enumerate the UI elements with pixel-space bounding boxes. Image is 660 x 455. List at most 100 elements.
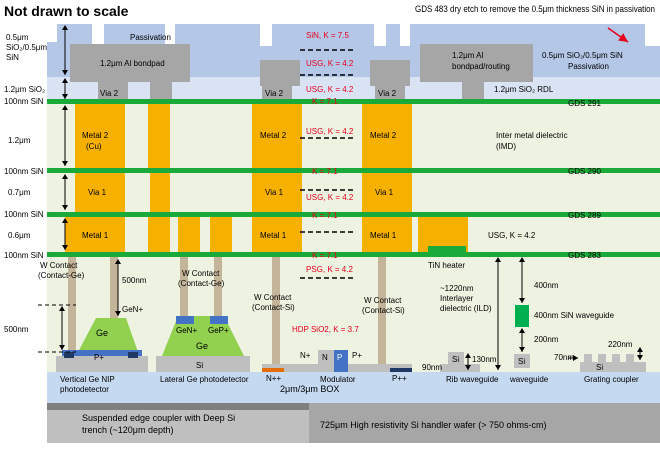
metal1-block-a2 [148, 217, 170, 252]
wcontact-label: W Contact [254, 293, 292, 302]
gc-si-label: Si [596, 363, 603, 372]
metal1-block-a [65, 217, 125, 252]
ge-lateral [162, 316, 244, 356]
w-contact-si [272, 257, 280, 367]
metal2-block-a2 [148, 104, 170, 168]
via1-block-b [252, 173, 302, 212]
al-routing-label-1: 1.2μm Al [452, 51, 484, 60]
metal1-block-c [362, 217, 412, 252]
rdl-label: 1.2μm SiO₂ RDL [494, 85, 554, 94]
caption-vertical-ge: Vertical Ge NIP [60, 375, 115, 384]
imd-label-2: (IMD) [496, 142, 516, 151]
wcontact-label: W Contact [182, 269, 220, 278]
gds-label: GDS 291 [568, 99, 601, 108]
rib-si-label: Si [452, 355, 459, 364]
dim-label: SiN [6, 53, 19, 62]
contact-pad [64, 352, 74, 358]
dielectric-label: K = 7.1 [312, 167, 338, 176]
w-contact-si2 [378, 257, 386, 367]
grating-tooth [612, 354, 620, 362]
mod-npp-label: N++ [266, 374, 281, 383]
dim-130nm: 130nm [472, 355, 497, 364]
p-plus-label: P+ [94, 353, 104, 362]
si-base-lateral [156, 356, 250, 372]
tin-heater-strip [428, 246, 466, 254]
sin-line-gds283 [47, 252, 660, 257]
rib-core [448, 352, 464, 366]
sin-line-gds289 [47, 212, 660, 217]
dielectric-label: K = 7.1 [312, 211, 338, 220]
passivation-gap [400, 24, 410, 46]
si-waveguide [514, 354, 530, 368]
lat-ge-label: Ge [196, 341, 208, 351]
wcontact-label: (Contact-Si) [252, 303, 295, 312]
sin-line-gds290 [47, 168, 660, 173]
contact-pad [128, 352, 138, 358]
grating-tooth [598, 354, 606, 362]
via2-rdl [462, 82, 484, 101]
wcontact-label: (Contact-Ge) [178, 279, 225, 288]
diagram-title: Not drawn to scale [4, 3, 129, 19]
dielectric-label: HDP SiO2, K = 3.7 [292, 325, 359, 334]
gen-plus-label: GeN+ [122, 305, 143, 314]
mod-nplus-label: N+ [300, 351, 311, 360]
al-bondpad-label: 1.2μm Al bondpad [100, 59, 165, 68]
mod-ppp-label: P++ [392, 374, 407, 383]
metal1-block-a4 [210, 217, 232, 252]
via1-block-a2 [150, 173, 170, 212]
metal2-block-b [252, 104, 302, 168]
metal1-label: Metal 1 [82, 231, 109, 240]
al-routing-label-2: bondpad/routing [452, 62, 510, 71]
passivation-label: Passivation [130, 33, 171, 42]
passivation-gap [165, 24, 175, 46]
etch-note-line1: GDS 483 dry etch to remove the 0.5μm thi… [415, 4, 655, 14]
metal2-label: Metal 2 [370, 131, 397, 140]
dielectric-label: USG, K = 4.2 [306, 193, 354, 202]
metal2-label: Metal 2 [260, 131, 287, 140]
p-plus-layer [62, 350, 142, 356]
al-pad-small [260, 60, 300, 86]
passivation-right-1: 0.5μm SiO₂/0.5μm SiN [542, 51, 623, 60]
dielectric-label: K = 7.1 [312, 97, 338, 106]
via2-a [98, 82, 128, 101]
dim-400nm: 400nm [534, 281, 559, 290]
ppp-region [390, 368, 412, 372]
dim-90nm: 90nm [422, 363, 442, 372]
via1-label: Via 1 [375, 188, 394, 197]
lat-si-label: Si [196, 361, 203, 370]
dim-220nm: 220nm [608, 340, 633, 349]
gep-contact [210, 316, 228, 324]
passivation-right-2: Passivation [568, 62, 609, 71]
via2-a2 [150, 82, 172, 101]
dielectric-label: K = 7.1 [312, 251, 338, 260]
caption-rib: Rib waveguide [446, 375, 499, 384]
w-contact-ge-v2 [68, 257, 76, 352]
npp-region [262, 368, 284, 372]
al-routing [420, 44, 533, 82]
metal1-block-a3 [178, 217, 200, 252]
dim-label: 0.6μm [8, 231, 31, 240]
dim-70nm: 70nm [554, 353, 574, 362]
grating-tooth [626, 354, 634, 362]
dim-label: 0.7μm [8, 188, 31, 197]
metal1-label: Metal 1 [260, 231, 287, 240]
box-layer [47, 372, 660, 403]
dim-label: 100nm SiN [4, 167, 44, 176]
caption-modulator: Modulator [320, 375, 356, 384]
sin-line-gds291 [47, 99, 660, 104]
sin-waveguide [515, 305, 529, 327]
via2-b [262, 82, 292, 101]
mod-n-label: N [322, 353, 328, 362]
dielectric-label: USG, K = 4.2 [306, 85, 354, 94]
handler-label: 725μm High resistivity Si handler wafer … [320, 420, 547, 430]
passivation-gap [645, 24, 660, 46]
via2-c [375, 82, 405, 101]
dim-label: 1.2μm [8, 136, 31, 145]
dim-label: 1.2μm SiO₂ [4, 85, 45, 94]
dim-label: 100nm SiN [4, 97, 44, 106]
edge-coupler-label-2: trench (~120μm depth) [82, 425, 174, 435]
w-contact-ge-v [110, 257, 118, 352]
w-contact-lat [180, 257, 188, 317]
